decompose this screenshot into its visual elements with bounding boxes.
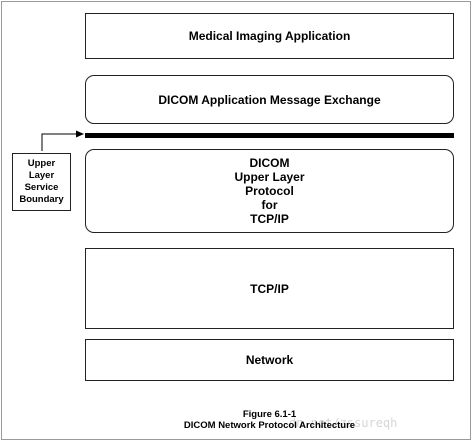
- upper-layer-line-1: DICOM: [249, 156, 290, 170]
- boundary-label-box: Upper Layer Service Boundary: [12, 153, 71, 211]
- message-exchange-layer-box: DICOM Application Message Exchange: [85, 75, 454, 124]
- tcp-ip-layer-label: TCP/IP: [250, 281, 289, 296]
- network-layer-label: Network: [245, 353, 294, 367]
- upper-layer-line-4: for: [261, 198, 278, 212]
- network-layer-box: Network: [85, 339, 454, 381]
- upper-layer-line-3: Protocol: [245, 184, 294, 198]
- figure-number: Figure 6.1-1: [242, 409, 297, 420]
- boundary-label-line-2: Layer: [28, 170, 55, 181]
- figure-title: DICOM Network Protocol Architecture: [183, 420, 356, 431]
- watermark-text: dn.net/zssureqh: [289, 416, 398, 430]
- upper-layer-line-2: Upper Layer: [234, 170, 305, 184]
- upper-layer-line-5: TCP/IP: [250, 212, 289, 226]
- figure-caption: Figure 6.1-1 DICOM Network Protocol Arch…: [85, 409, 454, 431]
- tcp-ip-layer-box: TCP/IP: [85, 248, 454, 329]
- boundary-label-line-1: Upper: [27, 158, 56, 169]
- upper-layer-protocol-box: DICOM Upper Layer Protocol for TCP/IP: [85, 149, 454, 233]
- application-layer-box: Medical Imaging Application: [85, 13, 454, 59]
- service-boundary-line: [85, 133, 454, 138]
- boundary-label-line-3: Service: [24, 182, 59, 193]
- application-layer-label: Medical Imaging Application: [188, 29, 351, 43]
- boundary-label-line-4: Boundary: [19, 194, 64, 205]
- message-exchange-layer-label: DICOM Application Message Exchange: [158, 92, 381, 107]
